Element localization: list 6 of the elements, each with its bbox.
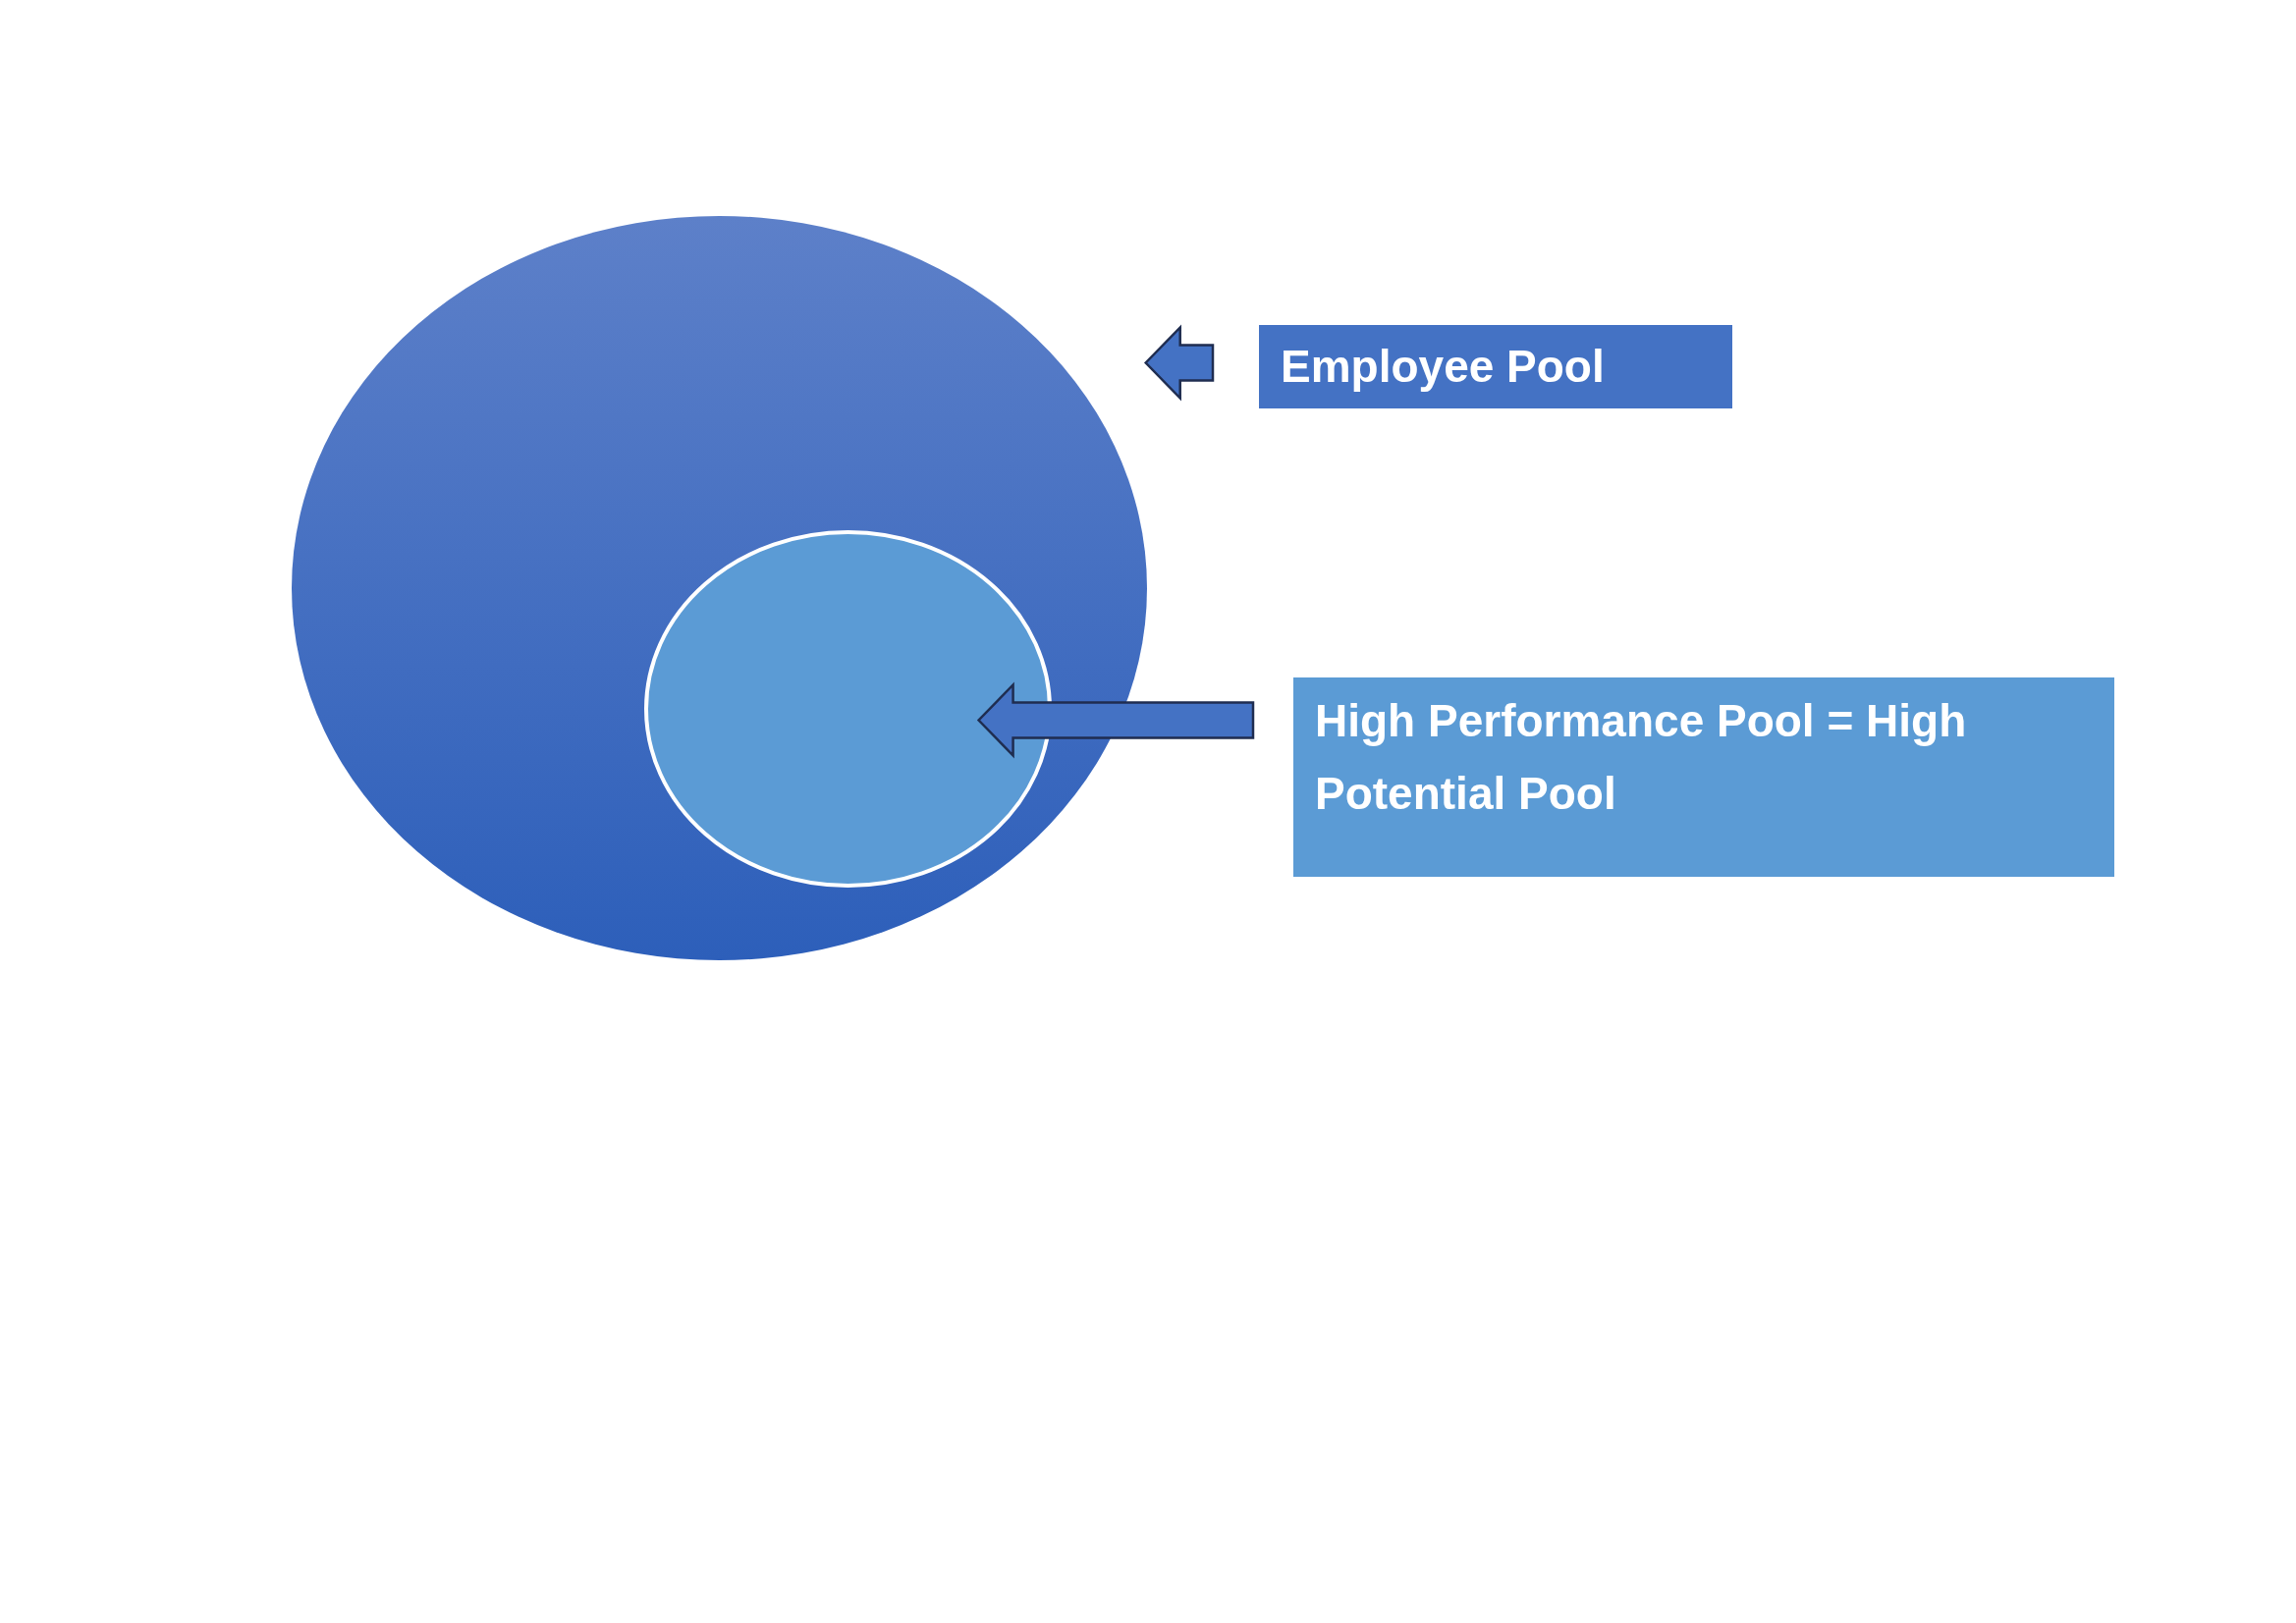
- pool-label: High Performance Pool = High Potential Pool: [1315, 694, 1968, 821]
- label-box: [1293, 677, 2114, 877]
- pool-label: Employee Pool: [1281, 339, 1605, 394]
- block-arrow: [976, 681, 1255, 759]
- block-arrow: [1143, 324, 1215, 402]
- label-box: [1259, 325, 1732, 408]
